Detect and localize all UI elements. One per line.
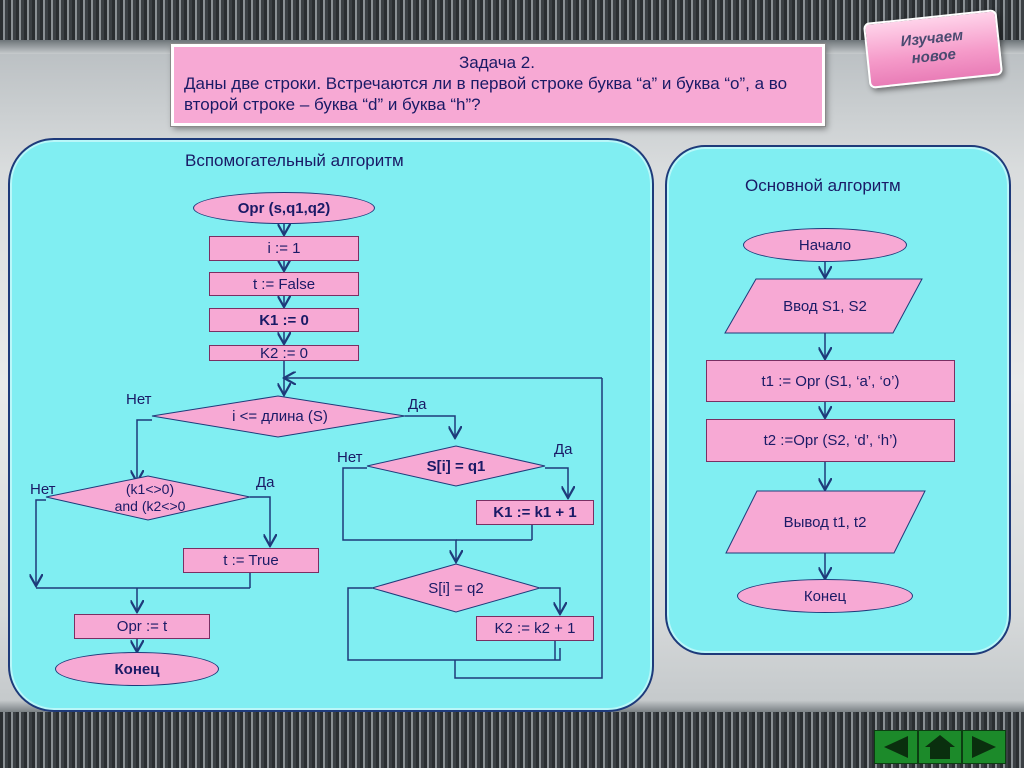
task-text: Даны две строки. Встречаются ли в первой… bbox=[184, 74, 788, 114]
i-init-box: i := 1 bbox=[209, 236, 359, 261]
arrow-right-icon bbox=[972, 736, 996, 758]
aux-panel-title: Вспомогательный алгоритм bbox=[185, 151, 404, 170]
input-parallelogram bbox=[724, 278, 923, 334]
opr-t-box: Opr := t bbox=[74, 614, 210, 639]
task-title: Задача 2. bbox=[459, 53, 535, 72]
t-true-box: t := True bbox=[183, 548, 319, 573]
label-no-q1: Нет bbox=[337, 449, 363, 466]
t1-box: t1 := Opr (S1, ‘a’, ‘o’) bbox=[706, 360, 955, 402]
t-init-box: t := False bbox=[209, 272, 359, 296]
q2-condition-diamond bbox=[370, 563, 542, 613]
q2-condition-text: S[i] = q2 bbox=[428, 579, 484, 597]
label-yes-q1: Да bbox=[554, 441, 573, 458]
bottom-stripes bbox=[0, 712, 1024, 768]
k2-init-box: K2 := 0 bbox=[209, 345, 359, 362]
k-condition-text: (k1<>0) and (k2<>0 bbox=[114, 481, 186, 514]
task-box: Задача 2. Даны две строки. Встречаются л… bbox=[171, 44, 825, 126]
output-text: Вывод t1, t2 bbox=[783, 513, 867, 531]
label-yes-k: Да bbox=[256, 474, 275, 491]
aux-start-oval: Opr (s,q1,q2) bbox=[193, 192, 375, 224]
main-end-oval: Конец bbox=[737, 579, 913, 613]
aux-end-oval: Конец bbox=[55, 652, 219, 686]
top-stripes bbox=[0, 0, 1024, 44]
label-no-loop: Нет bbox=[126, 391, 152, 408]
k1-init-box: K1 := 0 bbox=[209, 308, 359, 332]
loop-condition-diamond bbox=[151, 395, 406, 438]
q1-condition-diamond bbox=[366, 445, 546, 487]
nav-next-button[interactable] bbox=[962, 730, 1006, 764]
input-text: Ввод S1, S2 bbox=[783, 297, 867, 315]
nav-home-button[interactable] bbox=[918, 730, 962, 764]
k1-inc-box: K1 := k1 + 1 bbox=[476, 500, 594, 525]
k2-inc-box: K2 := k2 + 1 bbox=[476, 616, 594, 641]
k-condition-diamond bbox=[45, 475, 251, 521]
main-start-oval: Начало bbox=[743, 228, 907, 262]
t2-box: t2 :=Opr (S2, ‘d’, ‘h’) bbox=[706, 419, 955, 462]
output-parallelogram bbox=[725, 490, 926, 554]
label-no-k: Нет bbox=[30, 481, 56, 498]
main-panel-title: Основной алгоритм bbox=[745, 176, 901, 195]
label-yes-loop: Да bbox=[408, 396, 427, 413]
arrow-left-icon bbox=[884, 736, 908, 758]
q1-condition-text: S[i] = q1 bbox=[426, 457, 486, 475]
loop-condition-text: i <= длина (S) bbox=[232, 407, 328, 425]
nav-prev-button[interactable] bbox=[874, 730, 918, 764]
home-icon bbox=[925, 735, 955, 759]
